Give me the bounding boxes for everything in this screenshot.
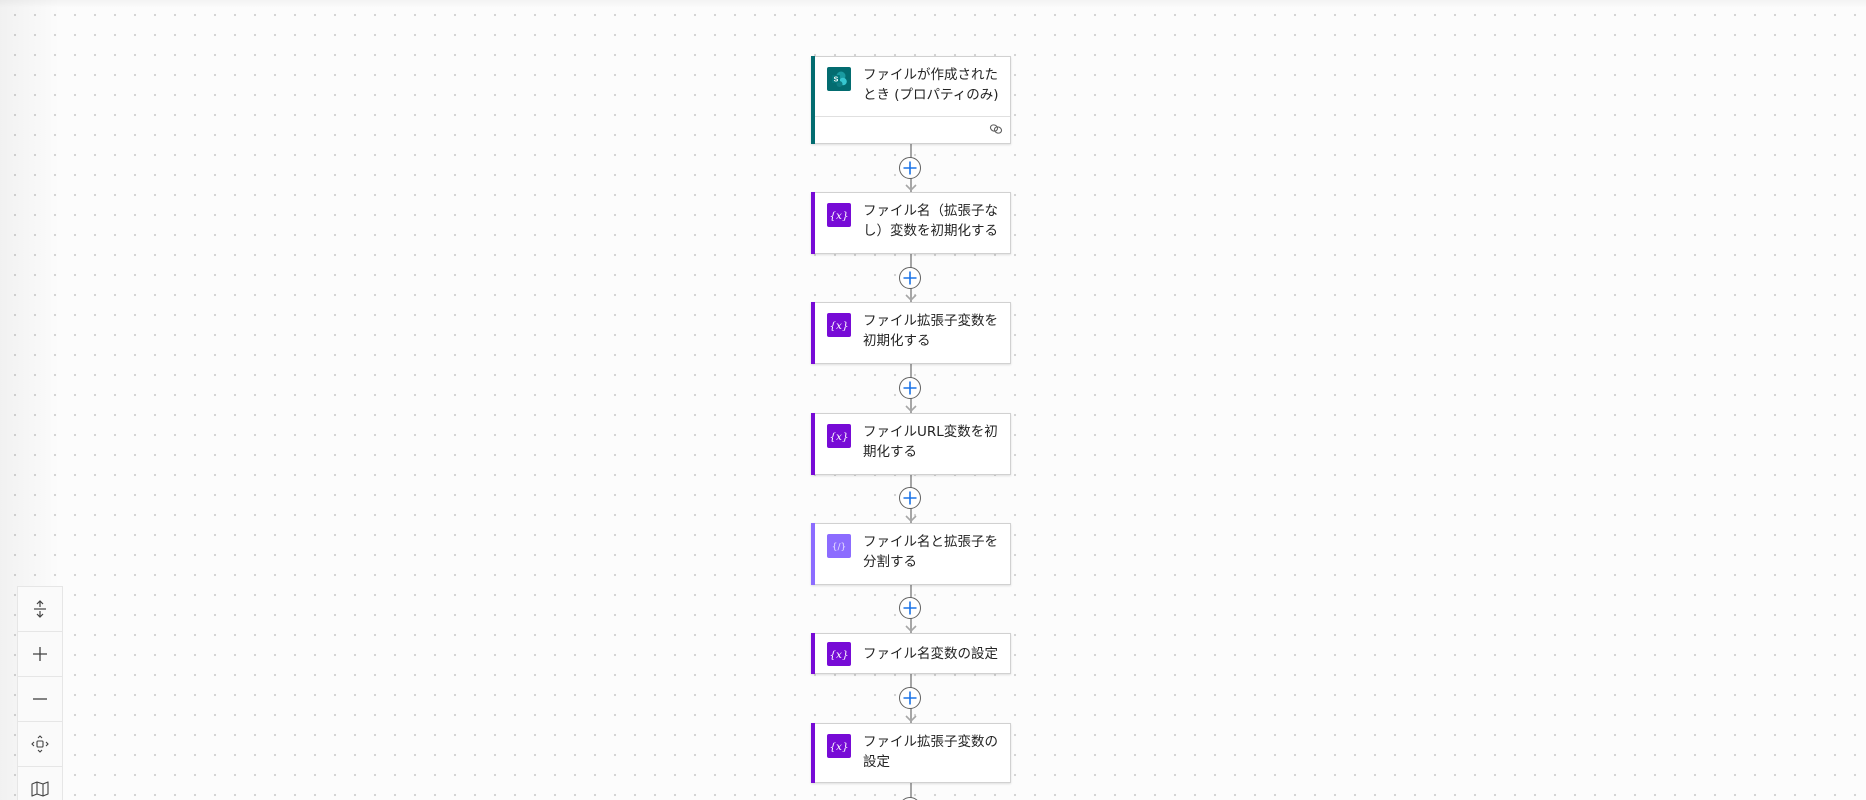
- svg-text:{x}: {x}: [829, 320, 848, 332]
- insert-step-button[interactable]: [899, 377, 921, 399]
- variable-icon: {x}: [827, 642, 851, 666]
- svg-text:{/}: {/}: [832, 543, 846, 553]
- minimap-button[interactable]: [18, 767, 62, 800]
- plus-icon: [903, 161, 917, 175]
- insert-step-button[interactable]: [899, 157, 921, 179]
- action-card-set-extension-var[interactable]: {x} ファイル拡張子変数の 設定: [811, 723, 1011, 783]
- action-card-init-filename-var[interactable]: {x} ファイル名（拡張子な し）変数を初期化する: [811, 192, 1011, 254]
- svg-text:{x}: {x}: [829, 741, 848, 753]
- insert-step-button[interactable]: [899, 267, 921, 289]
- minus-icon: [33, 698, 47, 700]
- plus-icon: [903, 271, 917, 285]
- card-footer: [815, 116, 1010, 143]
- sharepoint-icon: S: [827, 67, 851, 91]
- arrow-down-icon: [905, 515, 917, 523]
- card-title: ファイルが作成された とき (プロパティのみ): [863, 67, 999, 103]
- connector-line: [910, 783, 912, 800]
- insert-step-button[interactable]: [899, 597, 921, 619]
- plus-icon: [903, 381, 917, 395]
- card-title: ファイル名と拡張子を 分割する: [863, 534, 998, 570]
- action-card-split-name-extension[interactable]: {/} ファイル名と拡張子を 分割する: [811, 523, 1011, 585]
- plus-icon: [903, 491, 917, 505]
- variable-icon: {x}: [827, 203, 851, 227]
- compose-icon: {/}: [827, 534, 851, 558]
- fit-to-view-button[interactable]: [18, 587, 62, 632]
- action-card-set-filename-var[interactable]: {x} ファイル名変数の設定: [811, 633, 1011, 674]
- card-title: ファイル名（拡張子な し）変数を初期化する: [863, 203, 998, 239]
- zoom-out-button[interactable]: [18, 677, 62, 722]
- arrow-down-icon: [905, 294, 917, 302]
- card-title: ファイルURL変数を初 期化する: [863, 424, 998, 460]
- insert-step-button[interactable]: [899, 487, 921, 509]
- card-title: ファイル拡張子変数の 設定: [863, 734, 998, 770]
- variable-icon: {x}: [827, 734, 851, 758]
- card-accent-bar: [811, 633, 815, 674]
- action-card-init-extension-var[interactable]: {x} ファイル拡張子変数を 初期化する: [811, 302, 1011, 364]
- card-title: ファイル拡張子変数を 初期化する: [863, 313, 998, 349]
- insert-step-button[interactable]: [899, 687, 921, 709]
- card-accent-bar: [811, 523, 815, 585]
- action-card-init-url-var[interactable]: {x} ファイルURL変数を初 期化する: [811, 413, 1011, 475]
- zoom-in-button[interactable]: [18, 632, 62, 677]
- arrow-down-icon: [905, 405, 917, 413]
- plus-icon: [33, 647, 47, 661]
- svg-text:{x}: {x}: [829, 210, 848, 222]
- plus-icon: [903, 601, 917, 615]
- move-icon: [31, 735, 49, 753]
- arrow-down-icon: [905, 184, 917, 192]
- variable-icon: {x}: [827, 424, 851, 448]
- fit-vertical-icon: [34, 600, 46, 618]
- canvas-top-shadow: [0, 0, 1866, 8]
- svg-text:{x}: {x}: [829, 431, 848, 443]
- link-icon[interactable]: [989, 123, 1003, 135]
- svg-text:{x}: {x}: [829, 649, 848, 661]
- card-accent-bar: [811, 413, 815, 475]
- canvas-controls: [17, 586, 63, 800]
- map-icon: [31, 781, 49, 797]
- card-accent-bar: [811, 192, 815, 254]
- card-accent-bar: [811, 302, 815, 364]
- card-accent-bar: [811, 56, 815, 144]
- arrow-down-icon: [905, 625, 917, 633]
- plus-icon: [903, 691, 917, 705]
- pan-center-button[interactable]: [18, 722, 62, 767]
- svg-text:S: S: [834, 77, 839, 84]
- arrow-down-icon: [905, 715, 917, 723]
- card-title: ファイル名変数の設定: [863, 646, 998, 662]
- card-accent-bar: [811, 723, 815, 783]
- variable-icon: {x}: [827, 313, 851, 337]
- trigger-card-file-created[interactable]: S ファイルが作成された とき (プロパティのみ): [811, 56, 1011, 144]
